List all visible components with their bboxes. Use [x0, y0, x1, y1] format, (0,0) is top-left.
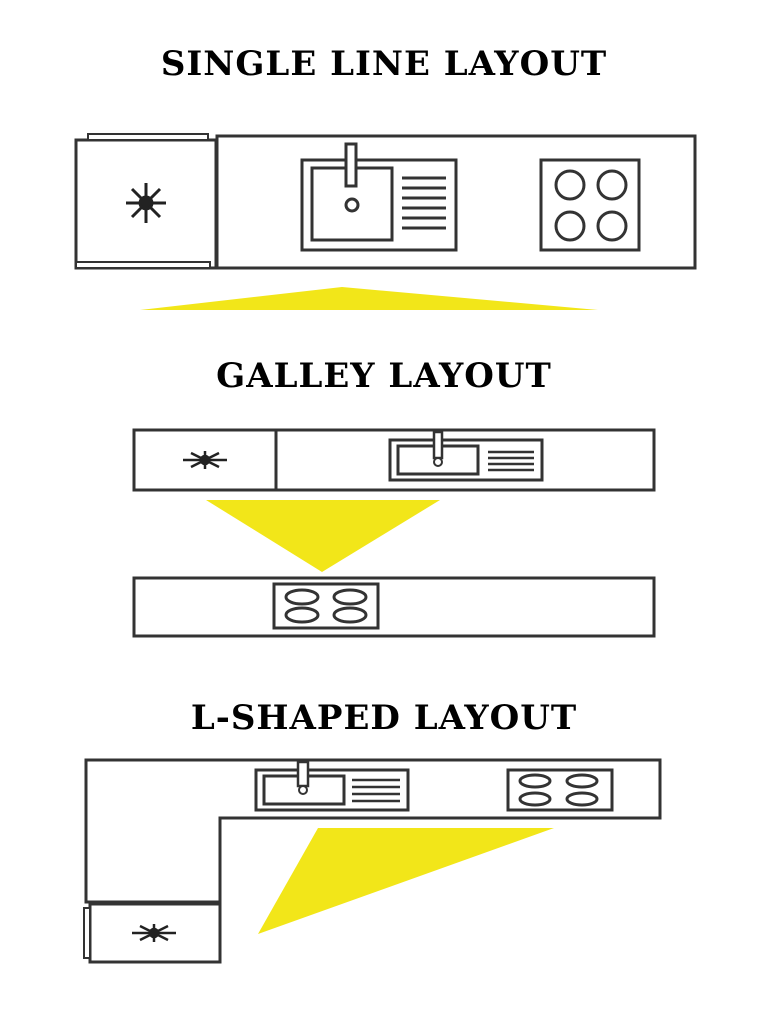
galley-diagram — [132, 428, 656, 638]
work-triangle — [140, 287, 598, 310]
l-shaped-title: L-SHAPED LAYOUT — [190, 698, 578, 738]
sink-icon — [254, 760, 410, 812]
single-line-diagram — [74, 133, 697, 310]
snowflake-icon — [132, 924, 176, 942]
work-triangle — [206, 500, 440, 572]
stove-icon — [272, 582, 380, 630]
stove-icon — [539, 158, 641, 252]
work-triangle — [258, 828, 554, 934]
sink-icon — [388, 430, 544, 482]
single-line-title: SINGLE LINE LAYOUT — [160, 44, 608, 84]
snowflake-icon — [126, 183, 166, 223]
fridge-unit — [132, 428, 278, 492]
galley-bottom-counter — [132, 576, 656, 638]
sink-icon — [300, 142, 458, 252]
l-shaped-diagram — [83, 758, 662, 964]
snowflake-icon — [183, 451, 227, 469]
fridge-unit — [83, 902, 222, 964]
stove-icon — [506, 768, 614, 812]
fridge-unit — [74, 133, 218, 270]
galley-title: GALLEY LAYOUT — [216, 356, 552, 396]
